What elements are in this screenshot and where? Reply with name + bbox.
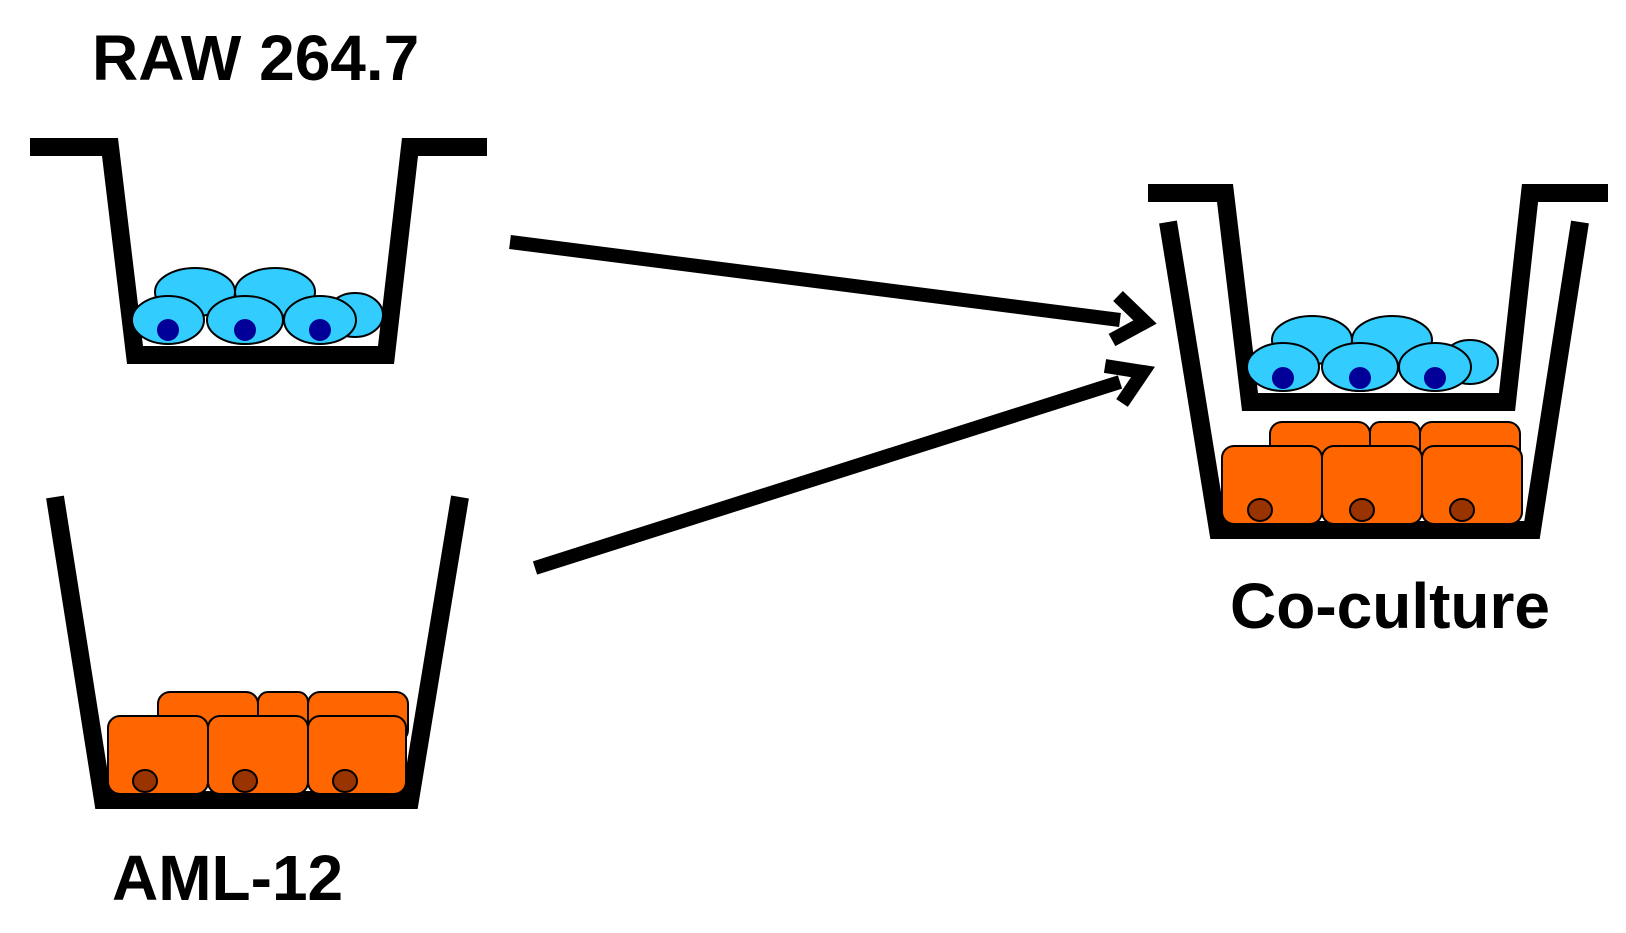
macrophage-nucleus: [1424, 367, 1446, 389]
hepatocyte-nucleus: [1349, 498, 1375, 522]
hepatocyte-cell: [207, 715, 309, 795]
coculture-hepatocyte-layer: [1221, 421, 1523, 525]
aml-hepatocyte-layer: [107, 691, 409, 795]
hepatocyte-nucleus: [232, 769, 258, 793]
macrophage-nucleus: [1272, 367, 1294, 389]
coculture-macrophage-cluster: [1246, 315, 1499, 392]
raw-264-7-label: RAW 264.7: [92, 22, 420, 94]
hepatocyte-nucleus: [332, 769, 358, 793]
macrophage-nucleus: [1349, 367, 1371, 389]
raw-insert: [30, 138, 487, 364]
hepatocyte-nucleus: [132, 769, 158, 793]
aml-well: [46, 495, 469, 809]
arrow-raw-to-coculture: [509, 235, 1157, 347]
coculture-well-wall: [1159, 220, 1589, 539]
coculture-assembly: [1148, 184, 1608, 539]
hepatocyte-nucleus: [1449, 498, 1475, 522]
raw-macrophage-cluster: [131, 267, 384, 345]
hepatocyte-cell: [107, 715, 209, 795]
hepatocyte-cell: [307, 715, 407, 795]
aml-well-wall: [46, 495, 469, 809]
macrophage-nucleus: [157, 319, 179, 341]
co-culture-label: Co-culture: [1230, 570, 1550, 642]
coculture-insert-wall: [1148, 184, 1608, 411]
macrophage-nucleus: [234, 319, 256, 341]
hepatocyte-nucleus: [1247, 498, 1273, 522]
raw-insert-wall: [30, 138, 487, 364]
hepatocyte-cell: [1421, 445, 1523, 525]
arrow-aml-to-coculture: [532, 359, 1155, 575]
aml-12-label: AML-12: [112, 842, 344, 914]
macrophage-nucleus: [309, 319, 331, 341]
